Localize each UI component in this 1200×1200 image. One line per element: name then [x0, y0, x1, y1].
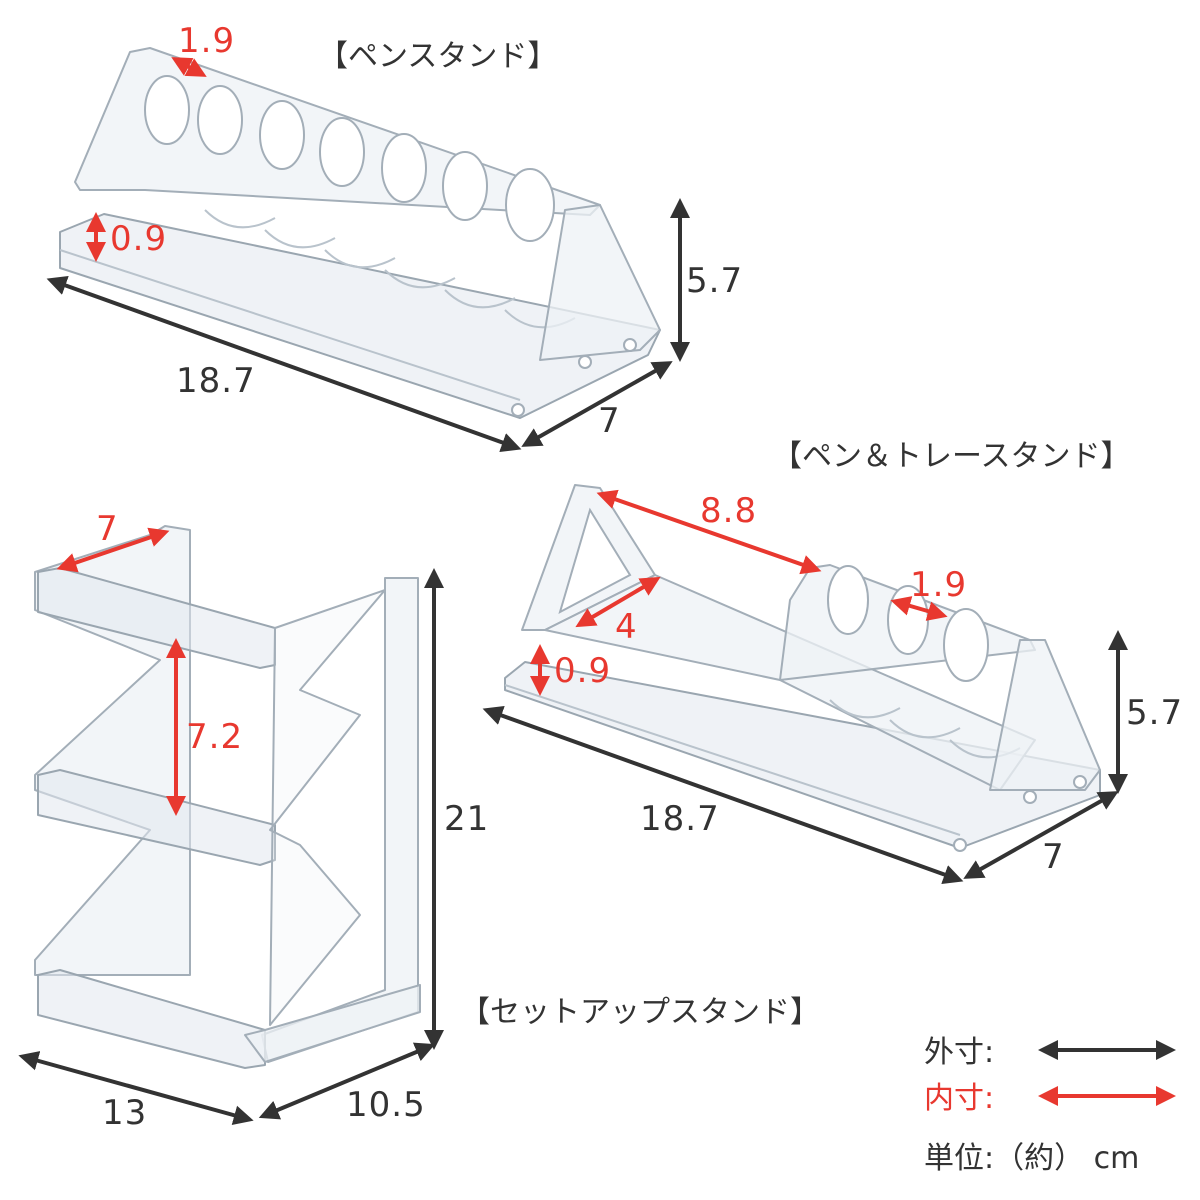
setup-stand-top-depth-arrow: [56, 527, 170, 573]
pen-tray-width-arrow: [482, 705, 964, 885]
legend-inner-label: 内寸:: [924, 1081, 994, 1116]
setup-stand-bottom-tray: [37, 969, 266, 1069]
pen-tray-base-label: 0.9: [554, 651, 611, 691]
pen-tray-right-triangle: [989, 639, 1101, 791]
pen-stand-width-arrow: [46, 275, 522, 453]
setup-stand-height-label: 21: [444, 799, 489, 839]
pen-stand-title: 【ペンスタンド】: [318, 39, 557, 74]
pen-stand-slot-label: 1.9: [178, 21, 235, 61]
pen-tray-height-label: 5.7: [1126, 693, 1183, 733]
pen-tray-depth-label: 7: [1042, 837, 1065, 877]
pen-stand-width-label: 18.7: [176, 361, 256, 401]
pen-tray-width-inner-arrow: [596, 489, 822, 575]
pen-tray-slot-arrow: [890, 596, 948, 621]
setup-stand-width-label: 13: [102, 1093, 147, 1133]
legend: 外寸: 内寸: 単位:（約） cm: [924, 1035, 1176, 1176]
pen-stand-slot-arrow: [171, 57, 207, 77]
pen-stand-base-label: 0.9: [110, 219, 167, 259]
setup-stand-depth-label: 10.5: [346, 1085, 426, 1125]
setup-stand-illustration: [34, 525, 421, 1069]
pen-tray-slot-label: 1.9: [910, 565, 967, 605]
pen-stand-cutouts: [144, 75, 555, 242]
setup-stand-zigzag-right: [269, 589, 386, 1026]
pen-tray-depth-inner-arrow: [575, 576, 661, 628]
pen-stand-depth-arrow: [521, 361, 673, 447]
pen-tray-depth-arrow: [963, 791, 1119, 879]
pen-tray-depth-inner-label: 4: [615, 607, 638, 647]
setup-stand-depth-arrow: [258, 1042, 436, 1120]
pen-stand-height-label: 5.7: [686, 261, 743, 301]
pen-tray-title: 【ペン＆トレースタンド】: [772, 439, 1131, 474]
setup-stand-title: 【セットアップスタンド】: [460, 995, 820, 1030]
setup-stand-middle-shelf: [37, 769, 276, 866]
setup-stand-shelf-gap-label: 7.2: [186, 717, 243, 757]
pen-stand-end-triangle: [539, 204, 661, 361]
legend-unit-label: 単位:（約） cm: [924, 1141, 1139, 1176]
pen-stand-depth-label: 7: [598, 401, 621, 441]
setup-stand-width-arrow: [18, 1051, 254, 1125]
setup-stand-top-depth-label: 7: [96, 509, 119, 549]
pen-tray-width-label: 18.7: [640, 799, 720, 839]
legend-outer-label: 外寸:: [924, 1035, 994, 1070]
pen-tray-width-inner-label: 8.8: [700, 491, 757, 531]
